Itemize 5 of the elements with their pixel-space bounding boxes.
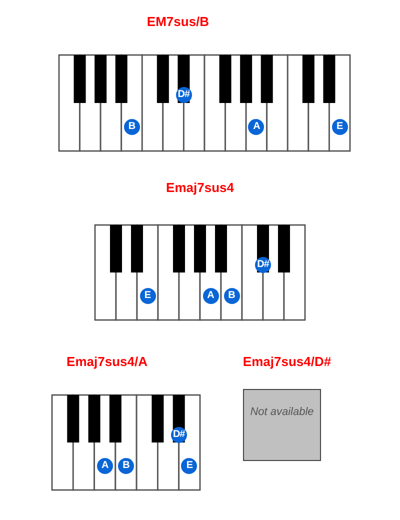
chord-title: EM7sus/B — [146, 14, 210, 29]
chord-title: Emaj7sus4 — [166, 180, 234, 195]
not-available-panel: Not available — [243, 389, 321, 461]
chord-title: Emaj7sus4/D# — [242, 354, 332, 369]
chord-title: Emaj7sus4/A — [66, 354, 148, 369]
